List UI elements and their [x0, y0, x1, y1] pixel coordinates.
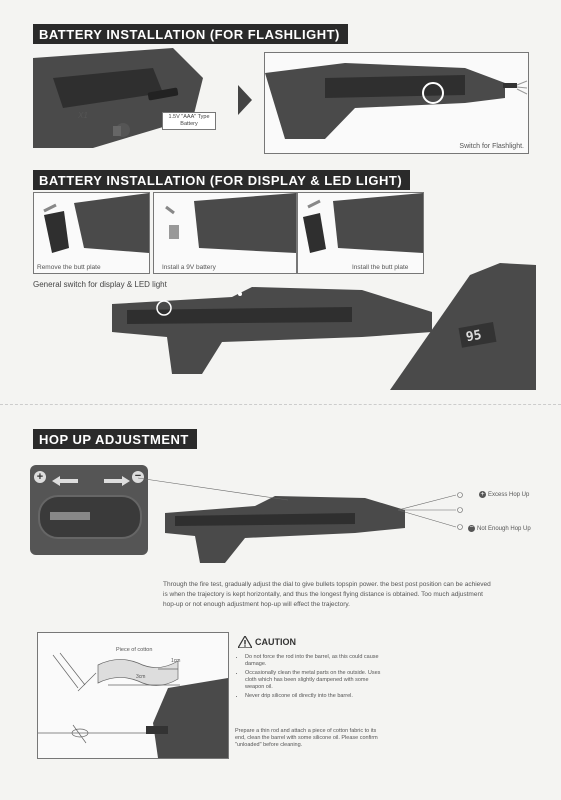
caution-item: Never drip silicone oil directly into th… — [245, 693, 385, 700]
section-title-display: BATTERY INSTALLATION (FOR DISPLAY & LED … — [33, 170, 411, 190]
step-install-battery: Install a 9V battery — [153, 192, 297, 274]
not-enough-hopup-label: Not Enough Hop Up — [477, 525, 531, 532]
hopup-rifle-photo — [155, 488, 405, 568]
step-remove-butt-plate: Remove the butt plate — [33, 192, 150, 274]
hopup-description: Through the fire test, gradually adjust … — [163, 581, 491, 608]
caution-list: Do not force the rod into the barrel, as… — [237, 654, 385, 702]
hopup-slot — [38, 495, 142, 539]
section-title-hopup: HOP UP ADJUSTMENT — [33, 429, 197, 449]
hopup-trajectory-lines — [138, 477, 463, 530]
caution-heading: CAUTION — [238, 636, 296, 648]
arrow-right-icon — [238, 85, 252, 120]
step1-caption: Remove the butt plate — [37, 264, 101, 271]
rifle-display-photo — [112, 282, 432, 377]
cleaning-instructions: Prepare a thin rod and attach a piece of… — [235, 728, 378, 748]
excess-hopup-legend: + Excess Hop Up — [479, 491, 529, 498]
warning-triangle-icon — [238, 636, 252, 648]
step3-caption: Install the butt plate — [352, 264, 409, 271]
switch-highlight-circle — [422, 82, 444, 104]
not-enough-hopup-legend: − Not Enough Hop Up — [468, 524, 531, 532]
minus-icon: − — [132, 471, 144, 483]
battery-type-label: 1.5V "AAA" Type Battery — [162, 112, 216, 130]
battery-mark-x1: X1 — [78, 111, 88, 120]
hopup-dial-closeup: + − — [30, 465, 148, 555]
hopup-dial — [50, 512, 90, 520]
flashlight-switch-panel: Switch for Flashlight. — [264, 52, 529, 154]
caution-item: Occasionally clean the metal parts on th… — [245, 670, 385, 691]
dim-3cm: 3cm — [136, 674, 146, 680]
flashlight-battery-photo — [33, 48, 233, 148]
section-title-flashlight: BATTERY INSTALLATION (FOR FLASHLIGHT) — [33, 24, 348, 44]
general-switch-highlight — [156, 300, 172, 316]
section-divider — [0, 404, 561, 405]
plus-icon: + — [34, 471, 46, 483]
cleaning-diagram: Piece of cotton 1cm 3cm — [37, 632, 229, 759]
arrow-left-icon — [52, 473, 78, 491]
excess-hopup-label: Excess Hop Up — [488, 491, 530, 498]
counter-value: 95 — [464, 327, 483, 346]
counter-display-closeup: 95 — [390, 255, 536, 390]
caution-item: Do not force the rod into the barrel, as… — [245, 654, 385, 668]
general-switch-caption: General switch for display & LED light — [33, 280, 167, 289]
cotton-label: Piece of cotton — [116, 647, 153, 653]
dim-1cm: 1cm — [171, 658, 181, 664]
plus-icon: + — [479, 491, 486, 498]
minus-icon: − — [468, 524, 475, 532]
arrow-right-icon — [104, 473, 130, 491]
step-install-butt-plate: Install the butt plate — [297, 192, 424, 274]
step2-caption: Install a 9V battery — [162, 264, 216, 271]
caution-title: CAUTION — [255, 637, 296, 647]
flashlight-switch-caption: Switch for Flashlight. — [459, 143, 524, 150]
